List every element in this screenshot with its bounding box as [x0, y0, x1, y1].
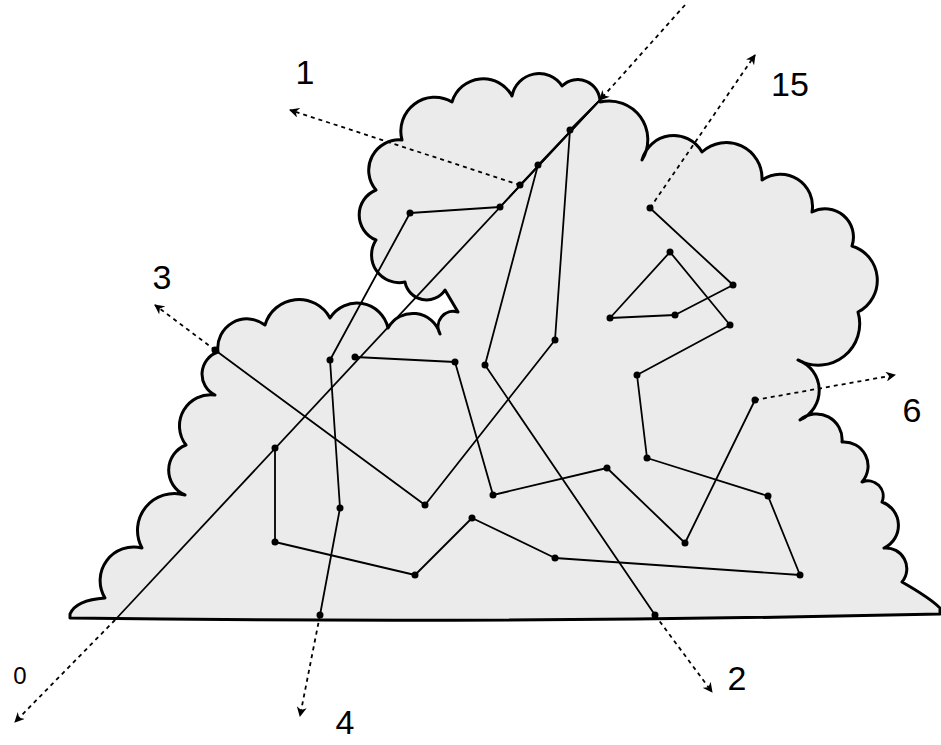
callout-number: 1 — [296, 55, 315, 89]
scatter-dot — [407, 210, 414, 217]
photon-walk — [275, 208, 800, 575]
scatter-dot — [535, 162, 542, 169]
scatter-dot — [490, 492, 497, 499]
escape-ray — [755, 375, 895, 400]
scatter-dot — [469, 515, 476, 522]
callout-number: 0 — [13, 664, 26, 688]
escape-ray — [600, 5, 685, 100]
scatter-dot — [765, 493, 772, 500]
scatter-dot — [412, 572, 419, 579]
scatter-dot — [552, 555, 559, 562]
scatter-dot — [667, 249, 674, 256]
escape-ray — [655, 615, 712, 692]
escape-ray — [155, 305, 215, 350]
callout-number: 2 — [728, 661, 747, 695]
scatter-dot — [567, 127, 574, 134]
scatter-dot — [452, 359, 459, 366]
scatter-dot — [552, 337, 559, 344]
scatter-dot — [647, 205, 654, 212]
scatter-dot — [607, 315, 614, 322]
scatter-dot — [272, 445, 279, 452]
scatter-dot — [497, 204, 504, 211]
photon-walk — [355, 357, 755, 543]
callout-number: 3 — [153, 260, 172, 294]
scatter-points — [212, 127, 804, 619]
scatter-dot — [482, 362, 489, 369]
scatter-dot — [752, 397, 759, 404]
callout-number: 4 — [336, 705, 355, 739]
callout-number: 15 — [771, 67, 809, 101]
scatter-dot — [337, 505, 344, 512]
photon-step — [115, 100, 600, 620]
scatter-dot — [317, 612, 324, 619]
scatter-dot — [727, 322, 734, 329]
scatter-dot — [644, 455, 651, 462]
escape-ray — [290, 110, 520, 185]
escape-ray — [15, 620, 115, 722]
scatter-dot — [422, 502, 429, 509]
scatter-dot — [327, 357, 334, 364]
scatter-dot — [604, 465, 611, 472]
scatter-dot — [517, 182, 524, 189]
scatter-dot — [797, 572, 804, 579]
scatter-dot — [682, 540, 689, 547]
cloud-outline — [70, 74, 940, 621]
scatter-dot — [634, 372, 641, 379]
escape-ray — [300, 615, 320, 716]
photon-paths — [15, 5, 895, 722]
escape-ray — [650, 55, 755, 208]
callout-number: 6 — [903, 393, 922, 427]
scatter-dot — [672, 312, 679, 319]
scatter-dot — [352, 354, 359, 361]
scatter-dot — [212, 347, 219, 354]
photon-walk — [485, 100, 655, 615]
scatter-dot — [730, 282, 737, 289]
scatter-dot — [652, 612, 659, 619]
scatter-dot — [272, 539, 279, 546]
